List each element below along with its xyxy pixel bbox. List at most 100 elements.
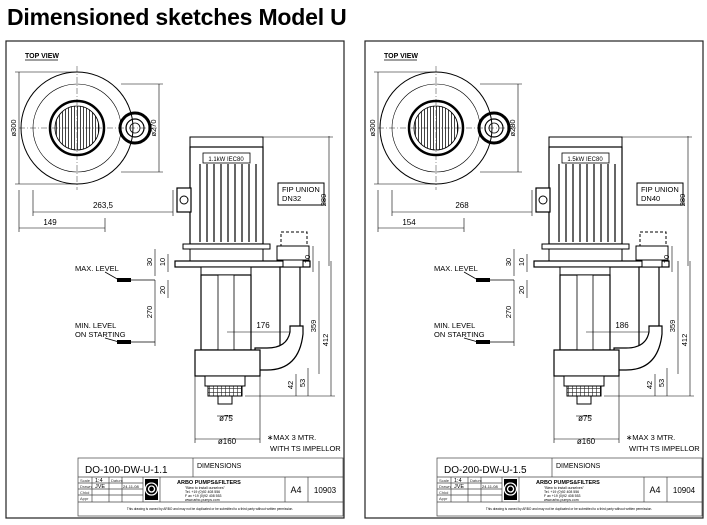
drawn-label: Drawn (439, 484, 451, 489)
dim-149-label: 149 (43, 218, 57, 227)
motor-fins (199, 164, 257, 242)
dim-149-label: 154 (402, 218, 416, 227)
dim-359-label: 359 (309, 320, 318, 333)
top-view-drawing (19, 66, 157, 190)
upper-column (559, 266, 611, 276)
company-line-1: "Blew to install ourselves" (544, 486, 585, 490)
footer-note: This drawing is owned by ARBO and may no… (486, 507, 652, 511)
max-level-leader (104, 271, 120, 281)
min-level-bar (117, 340, 131, 344)
min-level-label-1: MIN. LEVEL (434, 321, 475, 330)
discharge-elbow (254, 325, 304, 371)
min-level-bar (476, 340, 490, 344)
suction-inlet (576, 395, 592, 405)
dim-70-label: 70 (662, 255, 671, 263)
footer-note: This drawing is owned by ARBO and may no… (127, 507, 293, 511)
motor-rating-label: 1.5kW IEC80 (567, 157, 603, 163)
scale-label: Scale (80, 478, 91, 483)
max-level-bar (117, 278, 131, 282)
motor-fan-cap (189, 136, 264, 148)
title-block (77, 457, 344, 517)
model-number: DO-200-DW-U-1.5 (444, 465, 527, 476)
pump-column (194, 266, 304, 405)
suction-body (204, 375, 246, 387)
min-level-leader (463, 337, 479, 343)
fip-union-label: FIP UNION (282, 185, 320, 194)
column-insert (576, 274, 594, 351)
page-title: Dimensioned sketches Model U (7, 4, 347, 30)
drawing-number: 10904 (673, 486, 696, 495)
motor-side-view (533, 136, 670, 276)
scale-value: 1:4 (95, 478, 103, 484)
title-block-frame (436, 457, 703, 517)
company-name: ARBO PUMPS&FILTERS (536, 480, 600, 486)
logo-box (145, 479, 158, 500)
drawn-value: JVE (454, 484, 464, 490)
company-line-1: "Blew to install ourselves" (185, 486, 226, 490)
dim-289-label: 289 (319, 194, 328, 207)
column-insert (217, 274, 235, 351)
company-line-3: F ax +19 (0)92 408 553 (544, 494, 581, 498)
upper-column (200, 266, 252, 276)
dim-176-label: 186 (615, 321, 629, 330)
dim-10-label: 10 (517, 258, 526, 266)
suction-strainer-icon (566, 385, 602, 397)
dim-359-label: 359 (668, 320, 677, 333)
dim-270-label: ø280 (508, 119, 517, 136)
dim-412-label: 412 (321, 334, 330, 347)
dim-75-label: ø75 (219, 414, 233, 423)
datum-label: Datum (470, 478, 482, 483)
top-view-label: TOP VIEW (25, 53, 59, 60)
dim-30-label: 30 (145, 258, 154, 266)
dim-263-label: 268 (455, 201, 469, 210)
fip-union-label: FIP UNION (641, 185, 679, 194)
pump-column (553, 266, 663, 405)
company-line-2: Tel. +19 (0)92 408 556 (185, 490, 220, 494)
with-ts-label: WITH TS IMPELLOR (270, 444, 341, 453)
max-level-label: MAX. LEVEL (434, 264, 478, 273)
motor-rating-label: 1.1kW IEC80 (208, 157, 244, 163)
motor-flange (182, 243, 271, 250)
suction-inlet (217, 395, 233, 405)
dim-270-label: ø270 (149, 119, 158, 136)
union-dn-label: DN32 (282, 194, 301, 203)
datum-label: Datum (111, 478, 123, 483)
max-3-mtr-label: ∗MAX 3 MTR. (626, 433, 675, 442)
top-view-dimensions (374, 71, 533, 232)
discharge-elbow (613, 325, 663, 371)
dim-270v-label: 270 (504, 306, 513, 319)
paper-size: A4 (649, 485, 660, 495)
top-view-label: TOP VIEW (384, 53, 418, 60)
union-dn-label: DN40 (641, 194, 660, 203)
dim-289-label: 289 (678, 194, 687, 207)
dim-53-label: 53 (298, 379, 307, 387)
union-stub (641, 259, 663, 268)
dim-75-label: ø75 (578, 414, 592, 423)
dimensions-label: DIMENSIONS (197, 463, 242, 470)
dim-270v-label: 270 (145, 306, 154, 319)
company-name: ARBO PUMPS&FILTERS (177, 480, 241, 486)
motor-flange (541, 243, 630, 250)
pump-lantern (548, 248, 623, 262)
max-3-mtr-label: ∗MAX 3 MTR. (267, 433, 316, 442)
logo-box (504, 479, 517, 500)
drawing-svg: TOP VIEW ø300 ø270 263,5 149 (5, 40, 345, 519)
dimensions-label: DIMENSIONS (556, 463, 601, 470)
terminal-gland (538, 195, 548, 205)
top-view-dimensions (15, 71, 174, 232)
scale-label: Scale (439, 478, 450, 483)
model-number: DO-100-DW-U-1.1 (85, 465, 168, 476)
scale-value: 1:4 (454, 478, 462, 484)
max-level-bar (476, 278, 490, 282)
dim-20-label: 20 (158, 286, 167, 294)
min-level-label-1: MIN. LEVEL (75, 321, 116, 330)
dim-20-label: 20 (517, 286, 526, 294)
drawing-number: 10903 (314, 486, 337, 495)
motor-rating-plate (561, 152, 610, 164)
pump-volute (553, 349, 620, 377)
max-level-leader (463, 271, 479, 281)
date-value: 24-11-08 (123, 484, 139, 489)
dim-160-label: ø160 (218, 437, 237, 446)
dim-300-label: ø300 (9, 119, 18, 136)
union-dashed-body (280, 231, 308, 247)
